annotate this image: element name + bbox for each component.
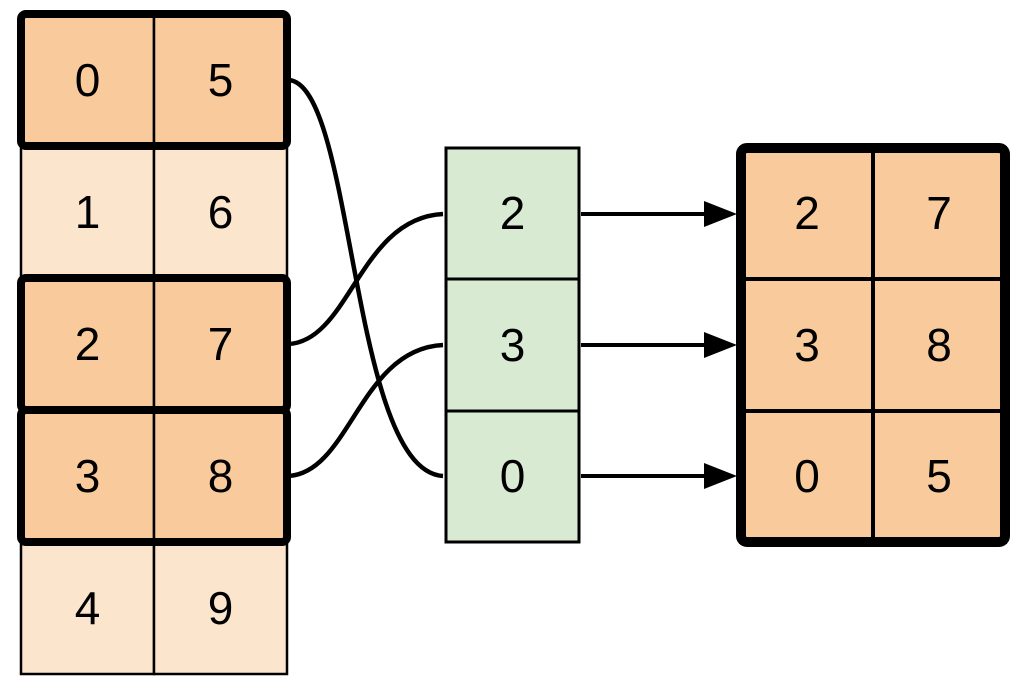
source-cell-r1c0-value: 1 xyxy=(75,186,101,238)
source-table: 0 5 1 6 2 7 3 8 4 9 xyxy=(17,10,291,676)
result-table-row-1: 3 8 xyxy=(739,277,1007,413)
source-cell-r4c0 xyxy=(19,540,156,676)
result-table-row-2: 0 5 xyxy=(739,409,1007,544)
result-cell-r0c0-value: 2 xyxy=(794,187,820,239)
source-cell-r2c1 xyxy=(152,276,289,412)
source-cell-r3c0-value: 3 xyxy=(75,450,101,502)
source-cell-r0c0-value: 0 xyxy=(75,54,101,106)
result-table-outline xyxy=(736,143,1010,547)
arrow-head xyxy=(704,463,737,489)
arrow-head xyxy=(704,201,737,227)
result-cell-r0c1-value: 7 xyxy=(926,187,952,239)
source-cell-r3c1-value: 8 xyxy=(208,450,234,502)
index-cell-2-value: 0 xyxy=(500,450,526,502)
index-cell-0-value: 2 xyxy=(500,187,526,239)
result-table: 2 7 3 8 0 5 xyxy=(736,143,1010,547)
result-cell-r2c0-value: 0 xyxy=(794,450,820,502)
source-cell-r1c1 xyxy=(152,144,289,280)
curve-source-row-0-to-index xyxy=(288,77,444,479)
result-cell-r2c1 xyxy=(871,409,1007,544)
connector-curves xyxy=(288,77,444,479)
index-to-result-arrows xyxy=(581,201,737,489)
arrow-index-1-to-result-row-1 xyxy=(581,332,737,358)
index-cell-0 xyxy=(444,146,581,281)
result-cell-r2c0 xyxy=(739,409,875,544)
source-table-row-2: 2 7 xyxy=(19,276,289,412)
source-table-row-3: 3 8 xyxy=(19,408,289,544)
arrow-index-0-to-result-row-0 xyxy=(581,201,737,227)
source-row-3-highlight-outline xyxy=(17,406,291,546)
source-cell-r0c1 xyxy=(152,12,289,148)
source-table-row-0: 0 5 xyxy=(19,12,289,148)
curve-source-row-3-to-index xyxy=(288,342,444,479)
source-cell-r2c1-value: 7 xyxy=(208,318,234,370)
source-cell-r0c1-value: 5 xyxy=(208,54,234,106)
source-cell-r4c1 xyxy=(152,540,289,676)
result-cell-r1c1-value: 8 xyxy=(926,319,952,371)
index-cell-2 xyxy=(444,409,581,544)
result-cell-r1c0-value: 3 xyxy=(794,319,820,371)
source-cell-r4c1-value: 9 xyxy=(208,582,234,634)
index-cell-1 xyxy=(444,277,581,413)
source-cell-r4c0-value: 4 xyxy=(75,582,101,634)
source-table-row-1: 1 6 xyxy=(19,144,289,280)
index-cell-1-value: 3 xyxy=(500,319,526,371)
result-cell-r2c1-value: 5 xyxy=(926,450,952,502)
source-cell-r0c0 xyxy=(19,12,156,148)
curve-source-row-2-to-index xyxy=(288,211,444,347)
result-table-row-0: 2 7 xyxy=(739,146,1007,281)
arrow-index-2-to-result-row-2 xyxy=(581,463,737,489)
arrow-head xyxy=(704,332,737,358)
index-column: 2 3 0 xyxy=(444,146,581,544)
source-row-0-highlight-outline xyxy=(17,10,291,150)
source-cell-r2c0-value: 2 xyxy=(75,318,101,370)
source-cell-r3c1 xyxy=(152,408,289,544)
source-table-row-4: 4 9 xyxy=(19,540,289,676)
result-cell-r1c1 xyxy=(871,277,1007,413)
source-cell-r1c1-value: 6 xyxy=(208,186,234,238)
